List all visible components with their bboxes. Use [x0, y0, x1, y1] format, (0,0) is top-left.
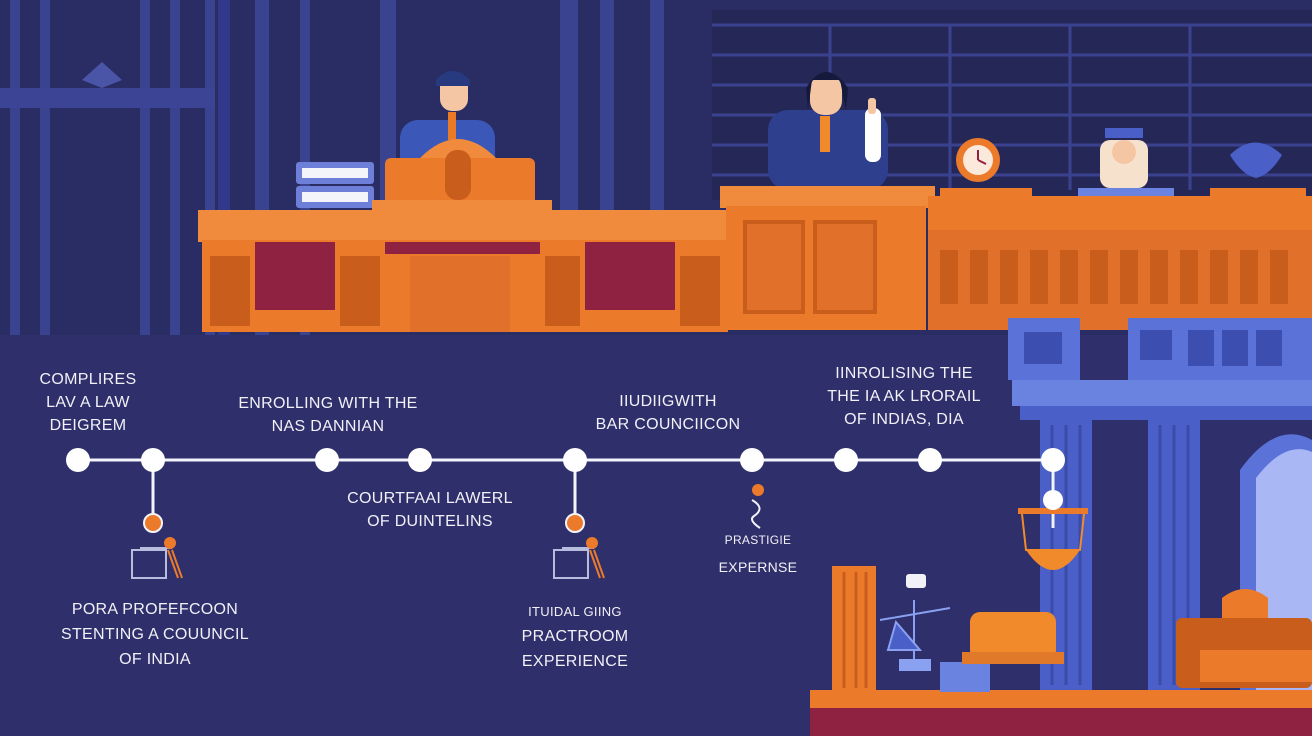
scales-icon — [879, 600, 951, 671]
timeline-node — [315, 448, 339, 472]
timeline-node — [563, 448, 587, 472]
gavel-icon — [553, 513, 605, 579]
timeline-node — [66, 448, 90, 472]
step-label-bar-council: IIUDIIGWITH BAR COUNCIICON — [595, 393, 741, 433]
weight-icon — [906, 574, 926, 588]
ornament-icon — [1210, 142, 1306, 196]
wooden-bench — [198, 210, 728, 332]
step-label-enrolling: ENROLLING WITH THE NAS DANNIAN — [238, 395, 418, 435]
timeline-node — [141, 448, 165, 472]
step-label-practice-experience: PRASTIGIE EXPERNSE — [718, 533, 798, 575]
step-label-professional-council: PORA PROFEFCOON STENTING A COUUNCIL OF I… — [61, 601, 249, 668]
judge-figure — [768, 72, 888, 190]
step-label-courtroom-guidelines: COURTFAAI LAWERL OF DUINTELINS — [347, 490, 513, 530]
emblem-icon — [82, 62, 122, 88]
timeline-node — [740, 448, 764, 472]
step-label-law-degree: COMPLIRES LAV A LAW DEIGREM — [39, 371, 137, 434]
gavel-icon — [131, 513, 183, 579]
judge-bench — [720, 186, 1312, 330]
clerk-figure — [1078, 128, 1174, 198]
foreground-desk — [810, 566, 1312, 736]
books-stack — [296, 162, 374, 208]
timeline-node — [918, 448, 942, 472]
timeline-node — [408, 448, 432, 472]
step-label-enrolling-india: IINROLISING THE THE IA AK LRORAIL OF IND… — [827, 365, 981, 428]
step-label-courtroom-experience: ITUIDAL GIING PRACTROOM EXPERIENCE — [521, 604, 629, 670]
timeline-nodes — [66, 448, 1065, 510]
clock-icon — [940, 138, 1032, 196]
timeline-node — [1043, 490, 1063, 510]
timeline-node — [1041, 448, 1065, 472]
pen-icon — [751, 484, 764, 529]
hanging-scale-icon — [1018, 508, 1088, 570]
timeline-node — [834, 448, 858, 472]
